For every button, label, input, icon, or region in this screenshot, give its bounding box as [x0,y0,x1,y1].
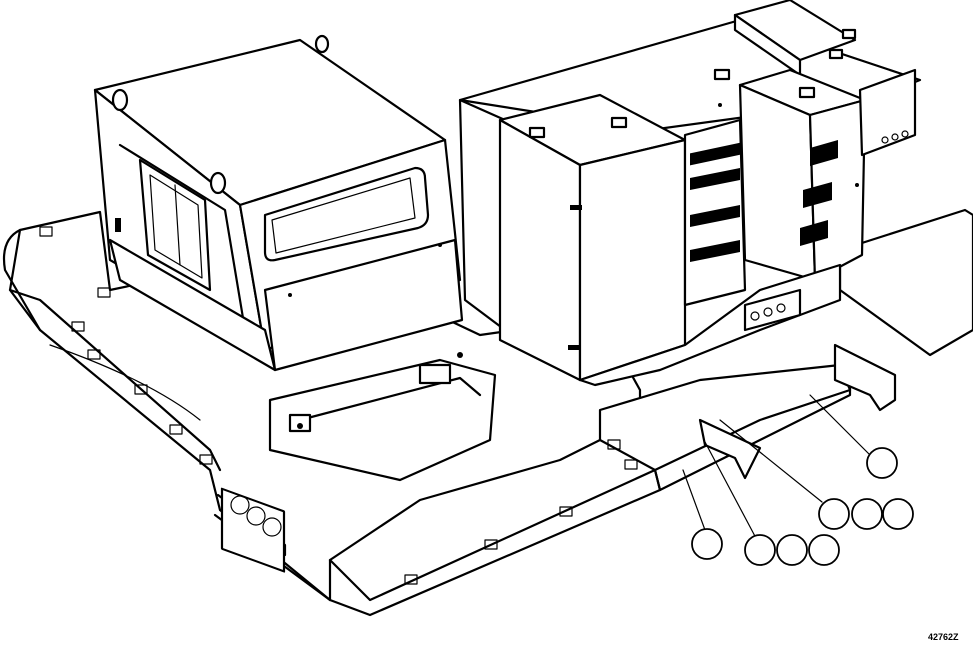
callout-circle-3 [851,498,883,530]
callout-circle-5 [691,528,723,560]
callout-circles [691,447,914,566]
callout-circle-8 [808,534,840,566]
operator-cab [93,34,497,482]
callout-circle-4 [882,498,914,530]
callout-circle-1 [866,447,898,479]
callout-circle-7 [776,534,808,566]
figure-id-label: 42762Z [928,632,959,642]
leader-lines [682,394,871,541]
callout-circle-2 [818,498,850,530]
equipment-enclosure [458,0,922,387]
callout-circle-6 [744,534,776,566]
